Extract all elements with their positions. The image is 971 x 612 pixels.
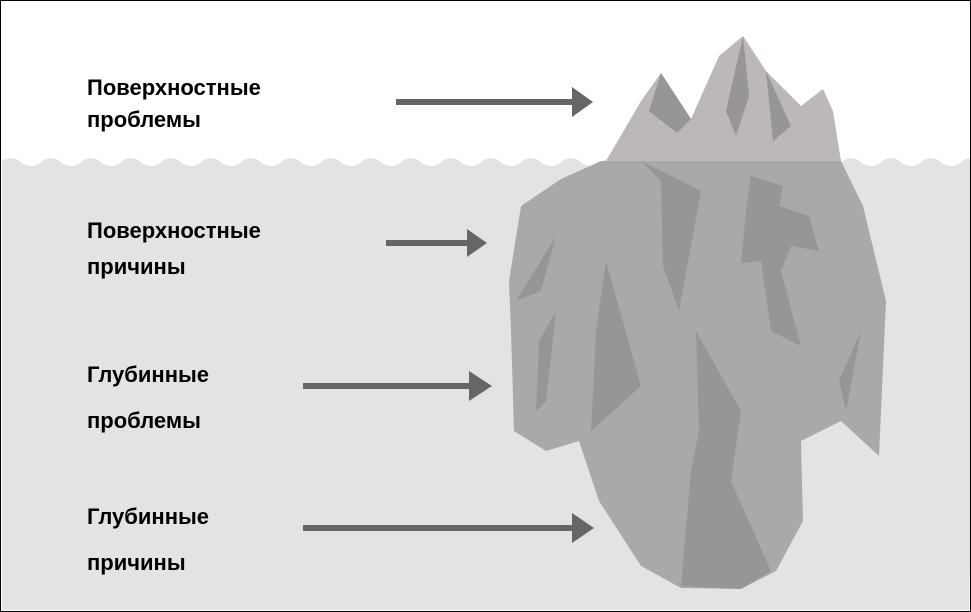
label-deep-problems: Глубинные проблемы (87, 362, 209, 434)
iceberg-body-shadow (536, 311, 556, 411)
label-surface-problems: Поверхностные проблемы (87, 75, 261, 133)
label-line: причины (87, 550, 186, 575)
label-line: Поверхностные (87, 75, 261, 100)
iceberg-body-shadow (641, 161, 701, 311)
label-line: Глубинные (87, 362, 210, 387)
iceberg-tip-shadow (649, 73, 691, 133)
arrow (303, 513, 594, 543)
iceberg-body-shadow (839, 331, 861, 411)
label-line: Глубинные (87, 504, 210, 529)
iceberg-body-shadow (681, 331, 771, 589)
iceberg-body-shadow (516, 236, 556, 301)
iceberg-tip-shadow (726, 36, 749, 136)
arrow (396, 87, 593, 117)
iceberg-body-shadow (741, 176, 819, 346)
iceberg-body-shadow (591, 261, 641, 431)
arrow (386, 229, 487, 257)
label-surface-causes: Поверхностные причины (87, 218, 261, 280)
label-line: Поверхностные (87, 218, 261, 243)
label-line: проблемы (87, 408, 201, 433)
label-line: причины (87, 254, 186, 279)
iceberg-tip-shadow (766, 71, 791, 141)
iceberg-tip (606, 36, 841, 161)
arrow (303, 371, 492, 401)
label-deep-causes: Глубинные причины (87, 504, 209, 576)
label-line: проблемы (87, 107, 201, 132)
